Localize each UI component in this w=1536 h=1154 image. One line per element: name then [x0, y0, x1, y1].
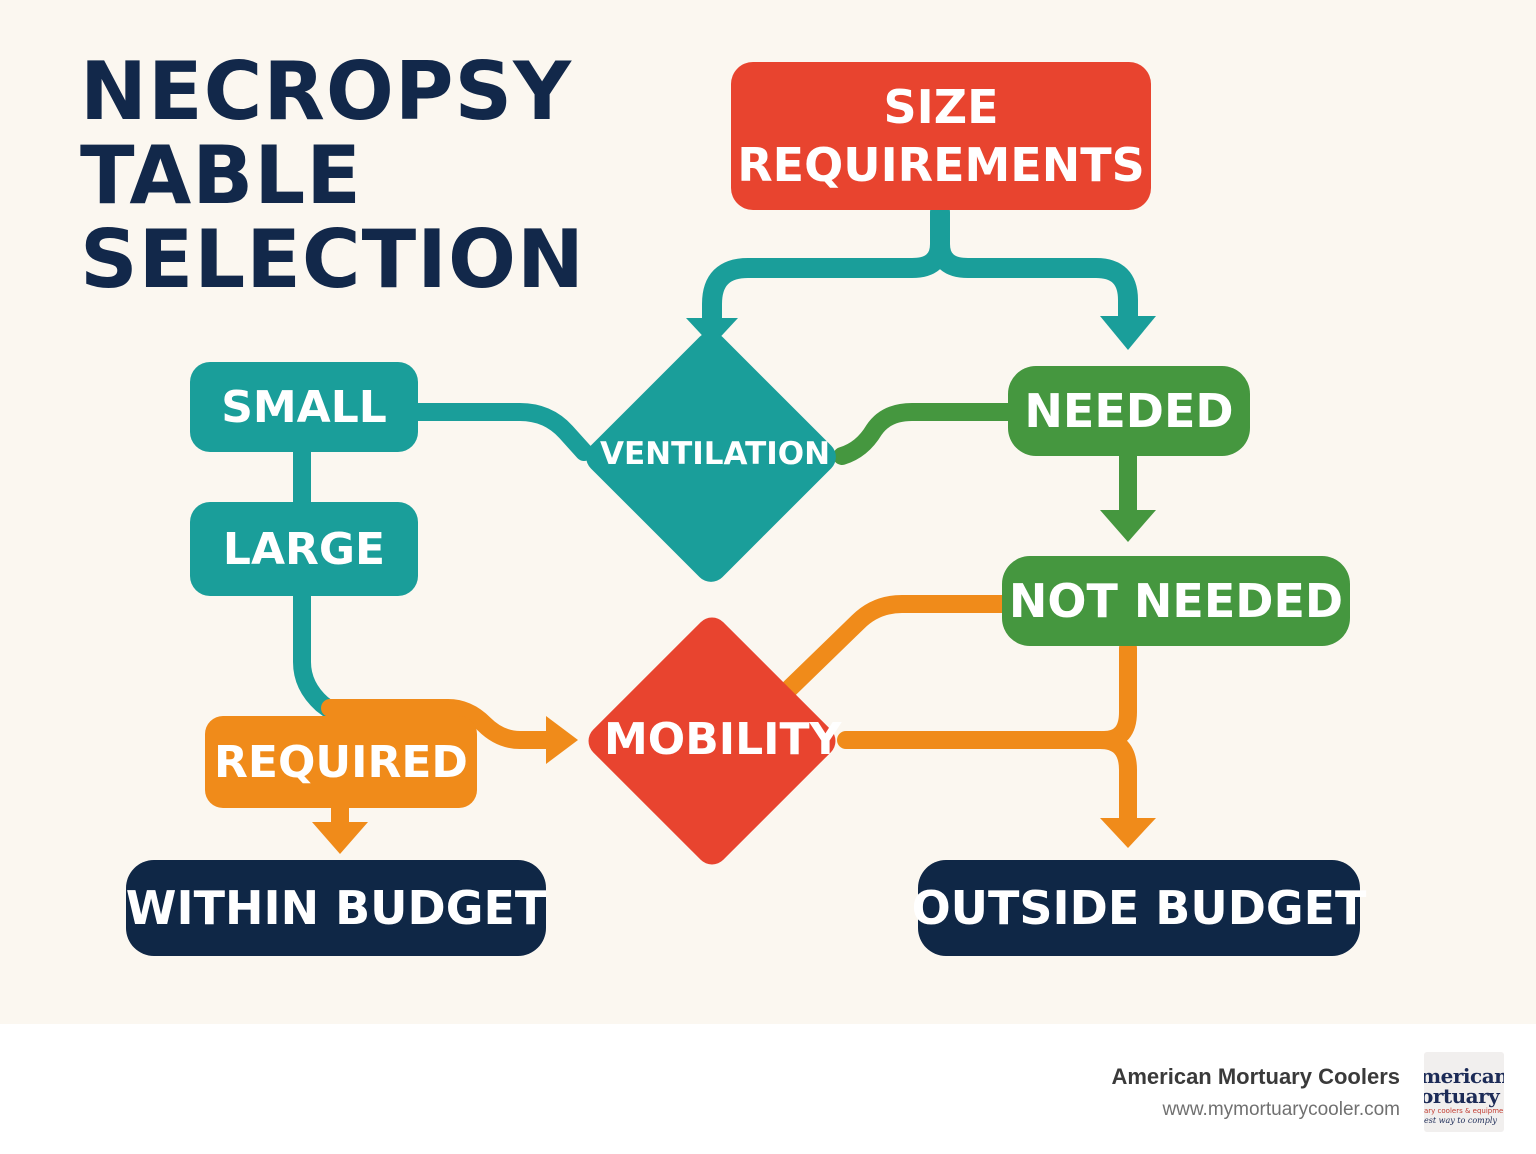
logo-text-line-2: ortuary	[1424, 1084, 1500, 1108]
within-budget-node: WITHIN BUDGET	[126, 860, 546, 956]
arrowhead-to-outside-budget	[1100, 818, 1156, 848]
not-needed-node: NOT NEEDED	[1002, 556, 1350, 646]
brand-name[interactable]: American Mortuary Coolers	[1111, 1064, 1400, 1089]
title-line-1: NECROPSY	[80, 45, 573, 138]
mobility-label: MOBILITY	[604, 714, 842, 765]
arrowhead-to-not-needed	[1100, 510, 1156, 542]
connector-large-to-required	[293, 585, 347, 725]
connector-not-needed-down	[1095, 639, 1137, 749]
footer: American Mortuary Coolers www.mymortuary…	[0, 1024, 1536, 1154]
diagram-canvas: NECROPSY TABLE SELECTION	[0, 0, 1536, 1024]
mobility-diamond	[588, 617, 836, 865]
outside-budget-node: OUTSIDE BUDGET	[912, 860, 1366, 956]
connector-small-to-ventilation	[409, 403, 593, 461]
flow-connectors	[293, 202, 1156, 865]
connector-size-to-ventilation	[702, 202, 950, 332]
logo-text-line-1: merican	[1424, 1064, 1504, 1088]
small-node: SMALL	[190, 362, 418, 452]
arrowhead-to-needed	[1100, 316, 1156, 350]
connector-mobility-to-not-needed	[781, 595, 1015, 697]
title-line-2: TABLE	[80, 129, 362, 222]
arrowhead-to-ventilation	[686, 318, 738, 346]
brand-url[interactable]: www.mymortuarycooler.com	[1162, 1099, 1400, 1120]
large-node: LARGE	[190, 502, 418, 596]
arrowhead-to-mobility	[546, 716, 578, 764]
connector-size-to-needed	[930, 234, 1138, 328]
size-requirements-line-1: SIZE	[883, 80, 999, 134]
logo-slogan: est way to comply	[1424, 1116, 1497, 1125]
title-line-3: SELECTION	[80, 213, 585, 306]
size-requirements-node: SIZE REQUIREMENTS	[731, 62, 1151, 210]
brand-logo[interactable]: merican ortuary ary coolers & equipment …	[1424, 1052, 1504, 1132]
arrowhead-to-within-budget	[312, 822, 368, 854]
ventilation-label: VENTILATION	[600, 436, 831, 472]
needed-node: NEEDED	[1008, 366, 1250, 456]
diagram-title: NECROPSY TABLE SELECTION	[80, 50, 585, 302]
connector-required-to-mobility	[321, 699, 559, 749]
connector-ventilation-to-needed	[833, 403, 1019, 465]
required-node: REQUIRED	[205, 716, 477, 808]
size-requirements-line-2: REQUIREMENTS	[737, 138, 1145, 192]
connector-mobility-to-outside-budget	[837, 731, 1137, 827]
ventilation-diamond	[586, 332, 836, 582]
logo-tagline: ary coolers & equipment	[1424, 1107, 1504, 1115]
